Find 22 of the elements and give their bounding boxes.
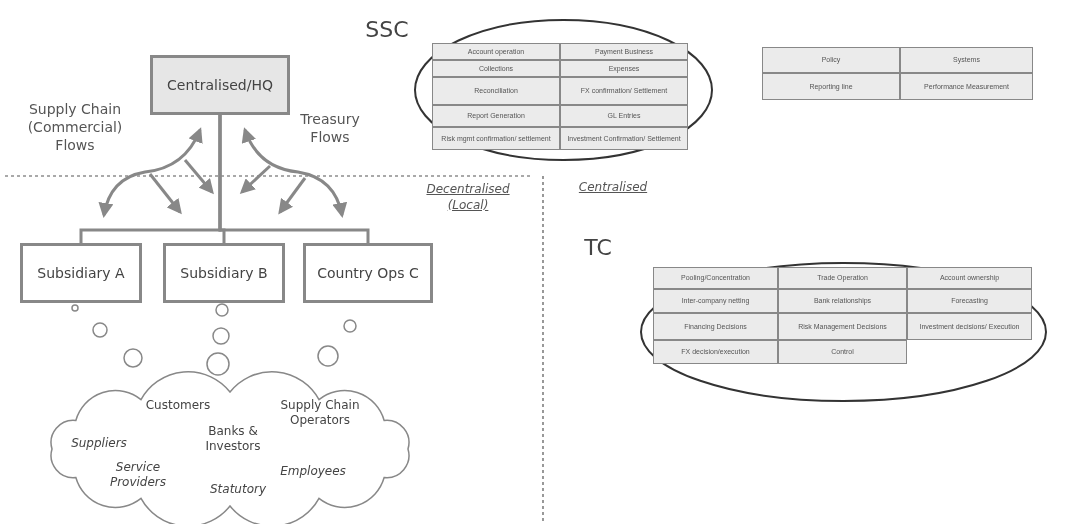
box-label: Centralised/HQ: [167, 77, 273, 93]
annotation-text: Supply Chain (Commercial) Flows: [26, 100, 124, 155]
box-label: Subsidiary A: [37, 265, 125, 281]
org-box: [150, 55, 290, 115]
org-box: [303, 243, 433, 303]
box-label: Subsidiary B: [180, 265, 268, 281]
stakeholder-label: Customers: [144, 398, 212, 413]
group-heading: TC: [583, 234, 613, 262]
org-box: [163, 243, 285, 303]
box-label: Country Ops C: [317, 265, 419, 281]
stakeholder-label: Employees: [279, 464, 347, 479]
stakeholder-label: Supply Chain Operators: [279, 398, 361, 428]
annotation-text: Treasury Flows: [299, 110, 361, 147]
annotation-text: Centralised: [577, 179, 649, 196]
annotation-text: Decentralised (Local): [425, 181, 511, 214]
stakeholder-label: Service Providers: [108, 460, 168, 490]
stakeholder-label: Statutory: [208, 482, 268, 497]
stakeholder-label: Suppliers: [70, 436, 128, 451]
connector-line: [218, 115, 370, 243]
stakeholder-label: Banks & Investors: [204, 424, 262, 454]
org-box: [20, 243, 142, 303]
group-heading: SSC: [364, 16, 410, 44]
